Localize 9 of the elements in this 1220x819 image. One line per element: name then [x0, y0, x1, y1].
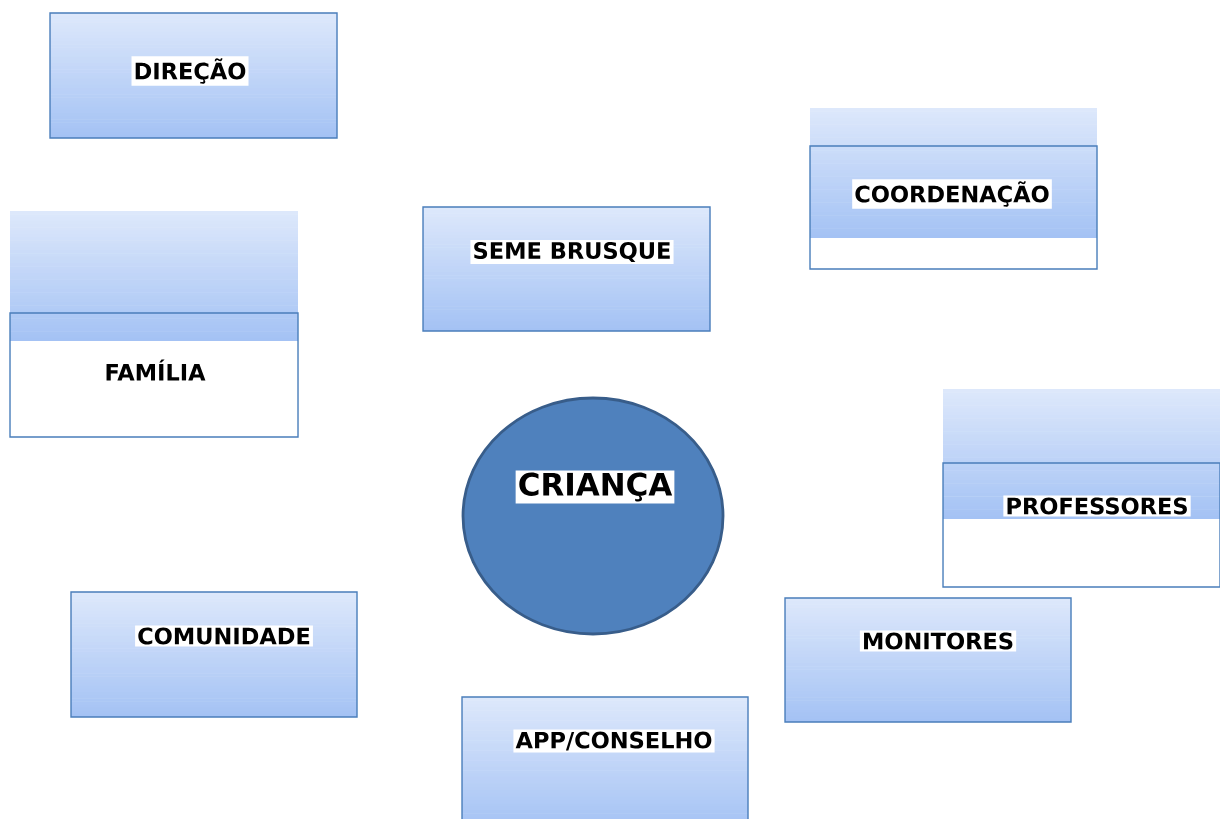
circle-node: CRIANÇA [461, 396, 725, 636]
process-box: COORDENAÇÃO [809, 108, 1098, 270]
process-box: COMUNIDADE [70, 591, 358, 718]
process-box: PROFESSORES [942, 389, 1220, 588]
process-box: MONITORES [784, 597, 1072, 723]
process-box: APP/CONSELHO [461, 696, 749, 819]
process-box: SEME BRUSQUE [422, 206, 711, 332]
process-box: DIREÇÃO [49, 12, 338, 139]
process-box: FAMÍLIA [9, 211, 299, 438]
